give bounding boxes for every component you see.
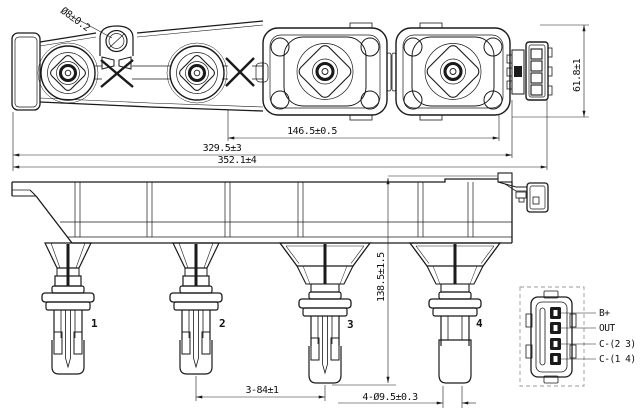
pin-label-c14: C-(1 4) bbox=[599, 354, 636, 365]
dim-hole-label: Ø8±0.2 bbox=[58, 5, 92, 34]
connector-sideview bbox=[497, 181, 549, 213]
pin-label-bplus: B+ bbox=[599, 308, 610, 319]
coil-rail-body-side bbox=[11, 172, 513, 244]
hinge-bar bbox=[386, 52, 392, 92]
pinout-pins bbox=[550, 307, 561, 365]
coil-tower-3 bbox=[278, 242, 372, 384]
dimensions-side: 138.5±1.5 3-84±1 4-Ø9.5±0.3 bbox=[195, 175, 497, 408]
side-view: 1 2 3 4 bbox=[11, 172, 549, 384]
dim-61-label: 61.8±1 bbox=[572, 58, 583, 92]
pin-label-out: OUT bbox=[599, 323, 615, 334]
tower-2-label: 2 bbox=[219, 317, 226, 330]
dim-84-label: 3-84±1 bbox=[245, 385, 279, 396]
pinout-dash-box bbox=[519, 286, 585, 387]
tower-3-label: 3 bbox=[347, 318, 354, 331]
pinout-detail: B+ OUT C-(2 3) C-(1 4) bbox=[519, 286, 636, 387]
dim-138-label: 138.5±1.5 bbox=[376, 252, 387, 302]
coil-tower-4 bbox=[408, 242, 502, 384]
truss-x-braces bbox=[100, 57, 255, 88]
mount-hole-boss bbox=[99, 25, 134, 70]
pinout-connector-body bbox=[530, 296, 573, 378]
dim-329-label: 329.5±3 bbox=[203, 143, 242, 154]
coil-2-topview bbox=[166, 42, 228, 104]
coil-3-housing bbox=[255, 22, 388, 121]
coil-1-topview bbox=[37, 42, 99, 104]
coil-tower-1 bbox=[41, 242, 95, 375]
tower-4-label: 4 bbox=[476, 317, 483, 330]
dim-146-label: 146.5±0.5 bbox=[287, 126, 337, 137]
pin-label-c23: C-(2 3) bbox=[599, 339, 636, 350]
tower-1-label: 1 bbox=[91, 317, 98, 330]
dim-boot-dia-label: 4-Ø9.5±0.3 bbox=[362, 391, 418, 403]
connector-topview bbox=[506, 41, 553, 101]
top-view bbox=[11, 20, 553, 121]
left-pad bbox=[11, 32, 41, 111]
coil-tower-2 bbox=[169, 242, 223, 375]
dim-352-label: 352.1±4 bbox=[218, 155, 257, 166]
coil-4-housing bbox=[395, 22, 511, 121]
